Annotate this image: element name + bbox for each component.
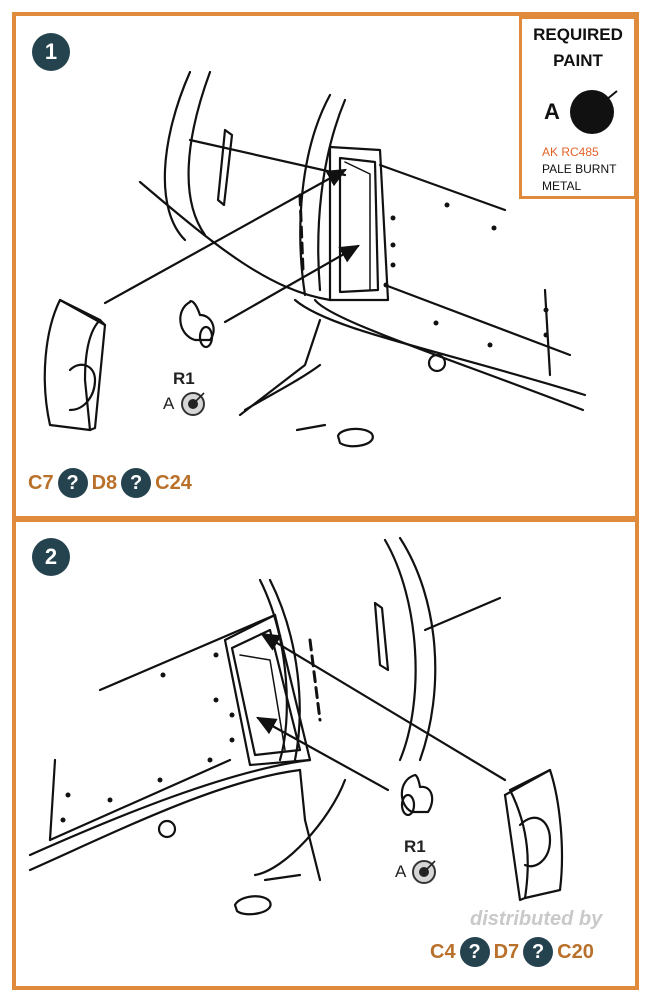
paint-title-line2: PAINT: [553, 51, 603, 70]
step-2-r1-paint-letter: A: [395, 862, 407, 881]
step-2-fuselage: [28, 536, 502, 916]
step-1-badge: 1: [32, 33, 70, 71]
step-2-paint-swatch-icon: [412, 860, 436, 884]
step-2-panel: [12, 518, 639, 990]
paint-title-line1: REQUIRED: [533, 25, 623, 44]
step-2-part-3: C20: [557, 940, 594, 963]
step-2-part-r1: [400, 773, 434, 817]
step-1-arrow-main: [103, 168, 347, 305]
paint-name-line1: PALE BURNT: [542, 162, 617, 176]
step-1-paint-swatch-icon: [181, 392, 205, 416]
step-2-arrow-r1: [256, 716, 390, 792]
step-1-part-c7-d8-c24: [43, 298, 107, 432]
step-2-part-2: D7: [493, 940, 520, 963]
step-2-part-1: C4: [430, 940, 456, 963]
paint-letter: A: [544, 99, 560, 124]
paint-name-line2: METAL: [542, 179, 582, 193]
step-1-r1-paint-letter: A: [163, 394, 175, 413]
paint-code: AK RC485: [542, 145, 599, 159]
step-2-badge: 2: [32, 538, 70, 576]
question-icon: ?: [121, 468, 152, 498]
distributor-watermark: distributed by: [470, 908, 603, 930]
step-1-part-3: C24: [155, 471, 192, 494]
step-1-part-2: D8: [91, 471, 118, 494]
step-1-parts-row: C7 ? D8 ? C24: [28, 468, 192, 498]
step-1-part-1: C7: [28, 471, 54, 494]
question-icon: ?: [523, 937, 554, 967]
step-2-arrow-main: [260, 632, 507, 782]
step-1-arrow-r1: [223, 244, 360, 324]
question-icon: ?: [459, 937, 490, 967]
paint-swatch-icon: [570, 90, 618, 134]
step-2-parts-row: C4 ? D7 ? C20: [430, 937, 594, 967]
required-paint-legend: REQUIRED PAINT A AK RC485 PALE BURNT MET…: [519, 16, 637, 199]
step-1-r1-label: R1: [173, 369, 195, 388]
step-2-part-c4-d7-c20: [503, 768, 564, 902]
step-2-r1-label: R1: [404, 837, 426, 856]
step-1-part-r1: [179, 300, 215, 349]
question-icon: ?: [57, 468, 88, 498]
